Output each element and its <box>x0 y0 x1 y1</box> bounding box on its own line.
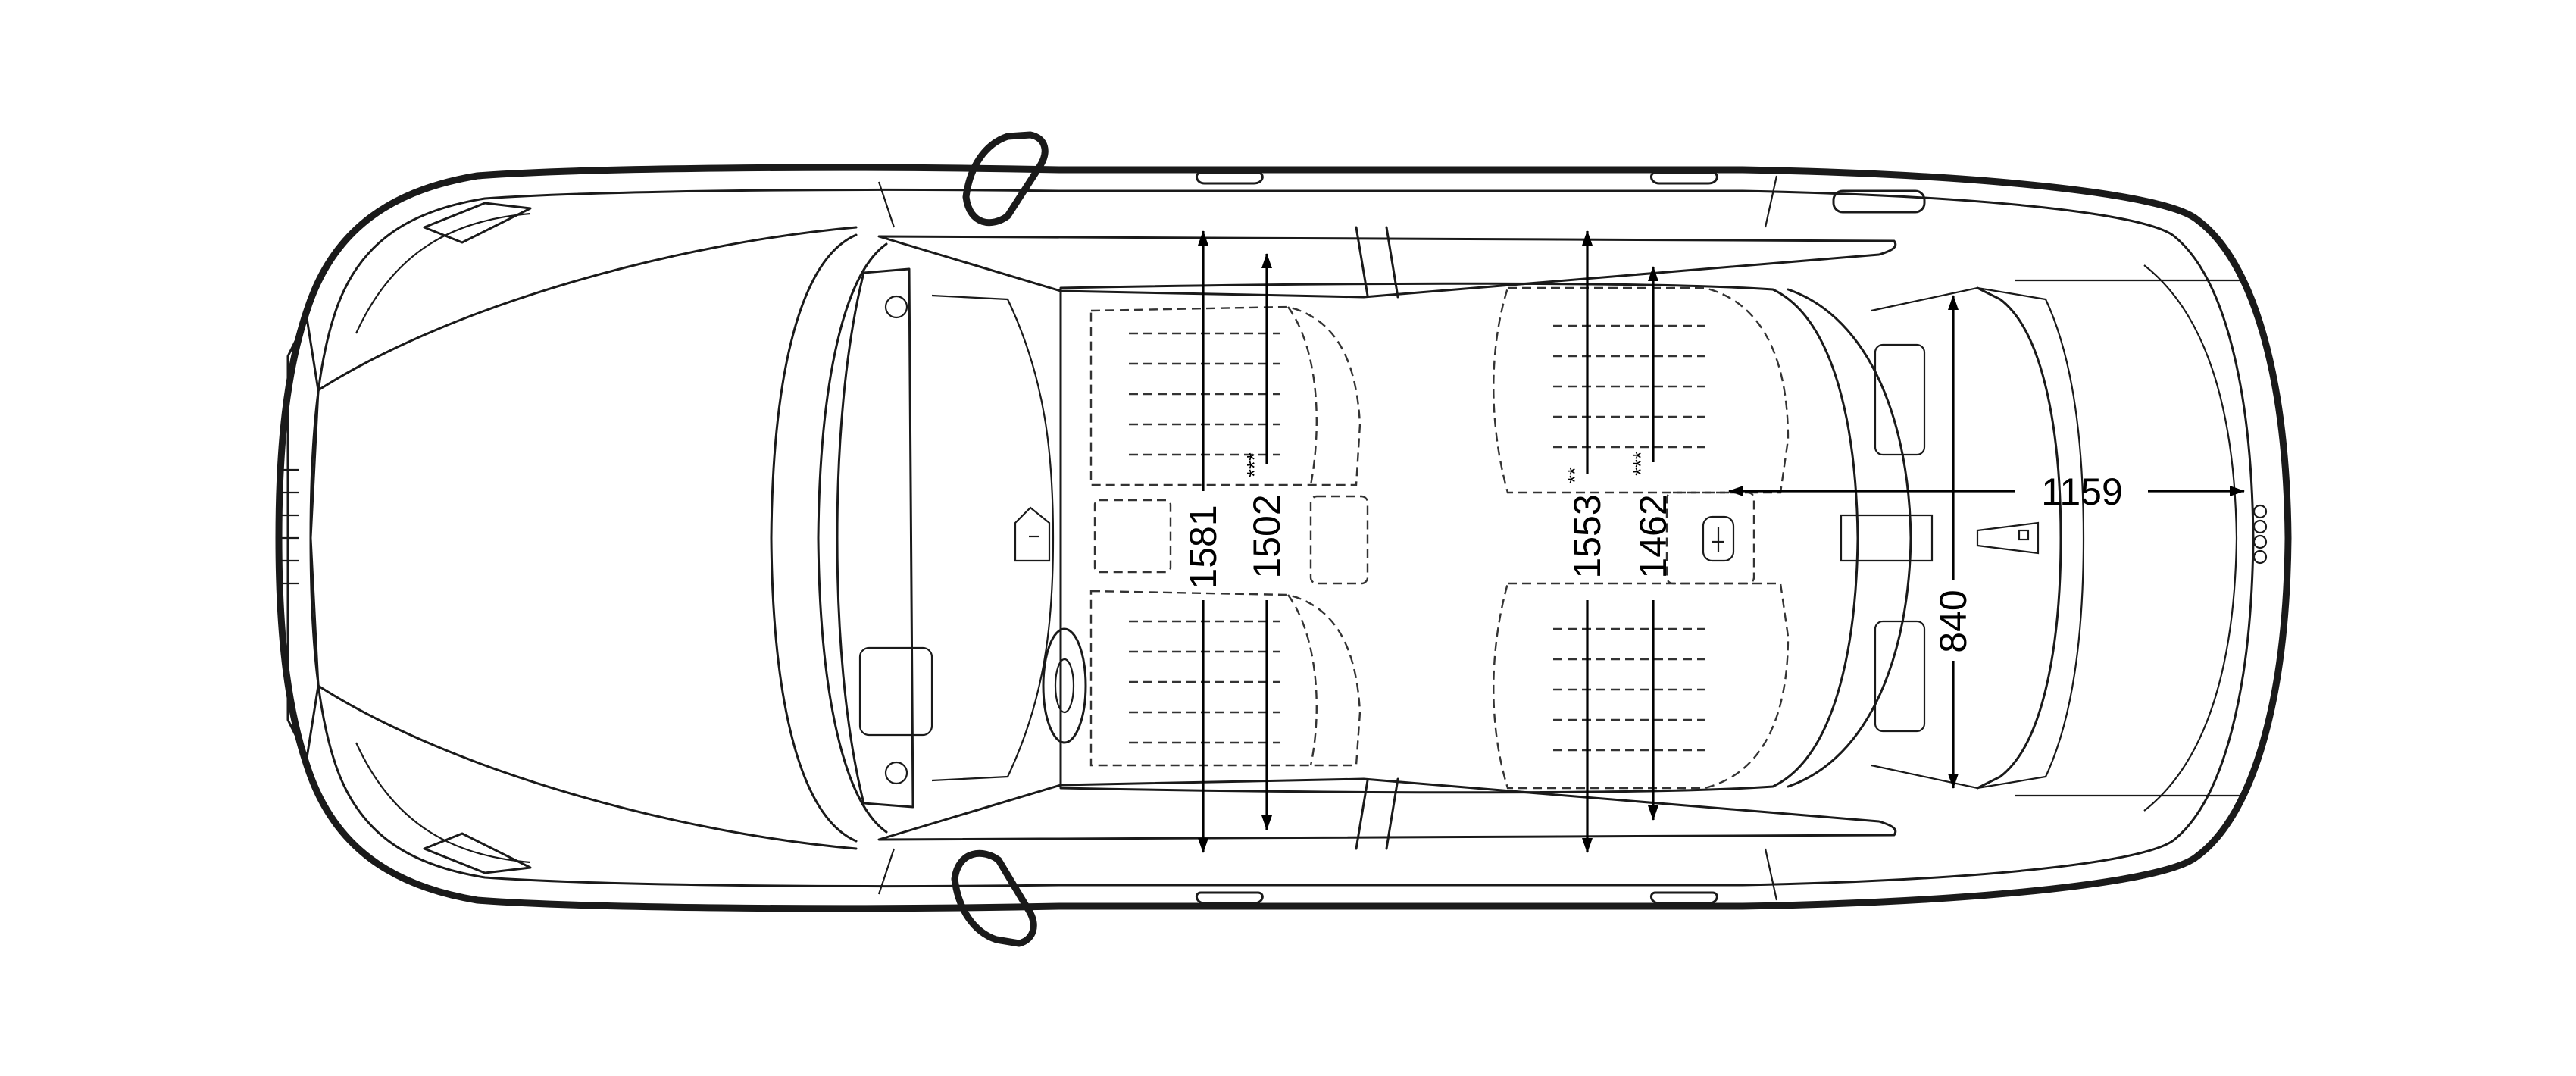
rear-seats <box>1493 286 1790 790</box>
dim-suffix-rear-shoulder: ** <box>1563 467 1587 483</box>
dim-label-rear-elbow: 1462 <box>1632 494 1674 578</box>
dim-label-load-length: 1159 <box>2041 471 2123 513</box>
dim-label-front-shoulder: 1581 <box>1182 505 1224 589</box>
car-body-outline <box>275 131 2292 947</box>
dim-label-load-width: 840 <box>1932 590 1974 652</box>
rear-badge-icon <box>2252 504 2268 565</box>
dim-label-rear-shoulder: 1553 <box>1566 494 1608 578</box>
steering-wheel-icon <box>1042 627 1087 744</box>
dim-label-front-elbow: 1502 <box>1246 494 1288 578</box>
rear-console-icon <box>1702 515 1735 562</box>
dim-suffix-rear-elbow: *** <box>1629 451 1652 476</box>
front-seats <box>1089 305 1369 767</box>
left-mirror <box>962 131 1049 227</box>
dim-suffix-front-elbow: *** <box>1243 452 1266 477</box>
right-mirror <box>951 849 1037 947</box>
